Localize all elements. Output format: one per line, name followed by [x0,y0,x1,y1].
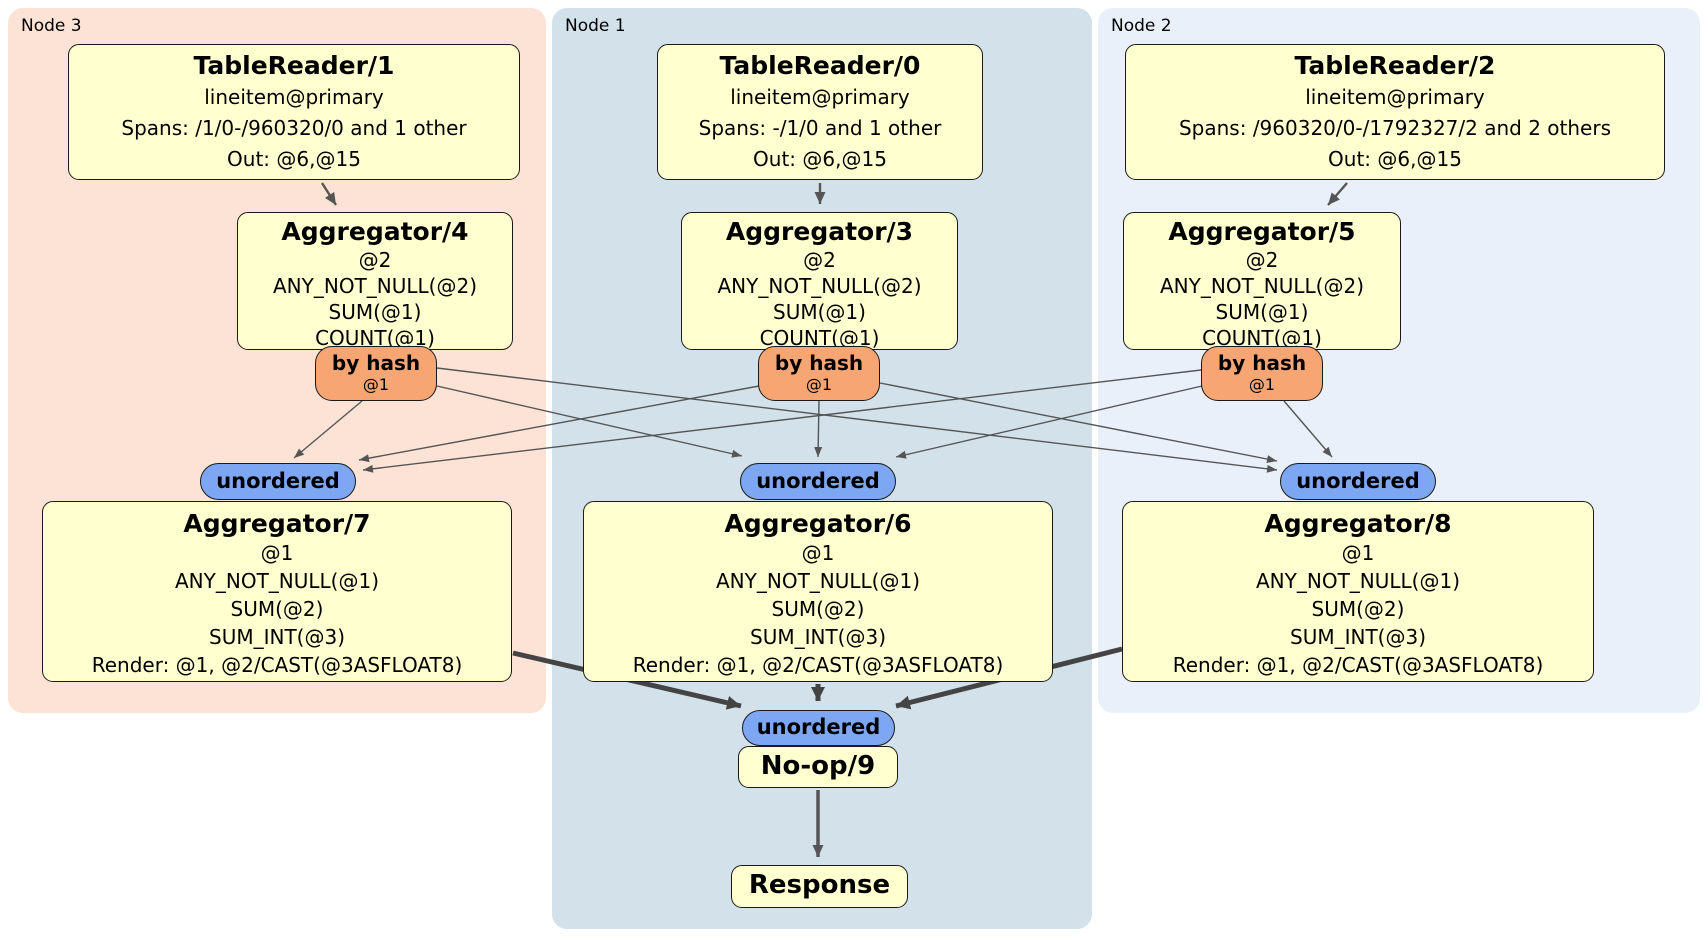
processor-detail-line: SUM(@2) [1311,597,1405,621]
edge-router2-to-sync3 [362,369,1202,473]
processor-detail-line: Out: @6,@15 [1328,147,1462,171]
edge-tr1-to-agg4 [320,182,338,206]
processor-title: Aggregator/7 [183,509,371,538]
edge-router3-to-sync2 [436,367,1278,473]
processor-detail-line: @2 [803,248,836,272]
processor-detail-line: ANY_NOT_NULL(@2) [273,274,477,298]
processor-detail-line: ANY_NOT_NULL(@1) [1256,569,1460,593]
processor-detail-line: @2 [1245,248,1279,272]
processor-detail-line: Render: @1, @2/CAST(@3ASFLOAT8) [1172,653,1544,677]
processor-detail-line: SUM(@2) [771,597,865,621]
router-by-hash-node3: by hash @1 [315,346,437,401]
edge-router2-to-sync1 [895,385,1203,459]
processor-title: Aggregator/8 [1264,509,1452,538]
processor-detail-line: @2 [358,248,392,272]
response-title: Response [748,870,891,900]
processor-detail-line: Spans: /960320/0-/1792327/2 and 2 others [1178,116,1611,140]
edge-router2-to-sync2 [1283,400,1333,458]
processor-detail-line: @1 [801,541,835,565]
processor-detail-line: @1 [260,541,294,565]
processor-detail-line: SUM(@1) [773,300,866,324]
processor-detail-line: Spans: /1/0-/960320/0 and 1 other [121,116,467,140]
sync-unordered-final: unordered [742,710,895,746]
edge-router1-to-sync2 [879,382,1278,463]
processor-detail-line: lineitem@primary [204,85,384,109]
processor-detail-line: @1 [1341,541,1375,565]
router-detail: @1 [362,375,390,394]
edge-router3-to-sync1 [436,385,743,458]
processor-title: TableReader/2 [1294,51,1496,80]
processor-detail-line: lineitem@primary [730,85,910,109]
processor-title: Aggregator/3 [725,217,914,246]
processor-detail-line: ANY_NOT_NULL(@1) [175,569,379,593]
router-detail: @1 [805,375,833,394]
router-label: by hash [774,351,864,375]
node2-label: Node 2 [1111,16,1172,36]
router-by-hash-node2: by hash @1 [1201,346,1323,401]
processor-detail-line: Out: @6,@15 [227,147,361,171]
node3-label: Node 3 [21,16,82,36]
processor-detail-line: ANY_NOT_NULL(@1) [716,569,920,593]
processor-title: Aggregator/5 [1168,217,1356,246]
sync-unordered-node3: unordered [200,463,356,500]
router-label: by hash [331,351,421,375]
processor-detail-line: SUM(@1) [328,300,422,324]
edge-router1-to-sync1 [814,400,823,458]
processor-detail-line: ANY_NOT_NULL(@2) [717,274,922,298]
processor-detail-line: SUM_INT(@3) [1290,625,1426,649]
processor-title: No-op/9 [760,751,876,781]
edge-tr2-to-agg5 [1327,182,1348,206]
node1-label: Node 1 [565,16,626,36]
edge-router3-to-sync3 [293,400,363,459]
router-detail: @1 [1248,375,1276,394]
processor-title: Aggregator/4 [281,217,469,246]
processor-detail-line: SUM(@1) [1215,300,1309,324]
processor-title: TableReader/1 [193,51,395,80]
processor-detail-line: Spans: -/1/0 and 1 other [698,116,942,140]
processor-detail-line: Render: @1, @2/CAST(@3ASFLOAT8) [632,653,1004,677]
sync-unordered-node2: unordered [1280,463,1436,500]
edge-router1-to-sync3 [358,385,760,463]
processor-detail-line: Out: @6,@15 [753,147,887,171]
processor-detail-line: Render: @1, @2/CAST(@3ASFLOAT8) [91,653,463,677]
router-label: by hash [1217,351,1307,375]
processor-detail-line: SUM_INT(@3) [209,625,345,649]
processor-title: TableReader/0 [719,51,921,80]
processor-noop-9: No-op/9 [738,746,898,788]
sync-unordered-node1: unordered [740,463,896,500]
processor-detail-line: SUM(@2) [230,597,324,621]
processor-title: Aggregator/6 [724,509,912,538]
router-by-hash-node1: by hash @1 [758,346,880,401]
processor-detail-line: SUM_INT(@3) [750,625,886,649]
response-box: Response [731,865,908,908]
processor-detail-line: ANY_NOT_NULL(@2) [1160,274,1364,298]
processor-detail-line: lineitem@primary [1305,85,1485,109]
